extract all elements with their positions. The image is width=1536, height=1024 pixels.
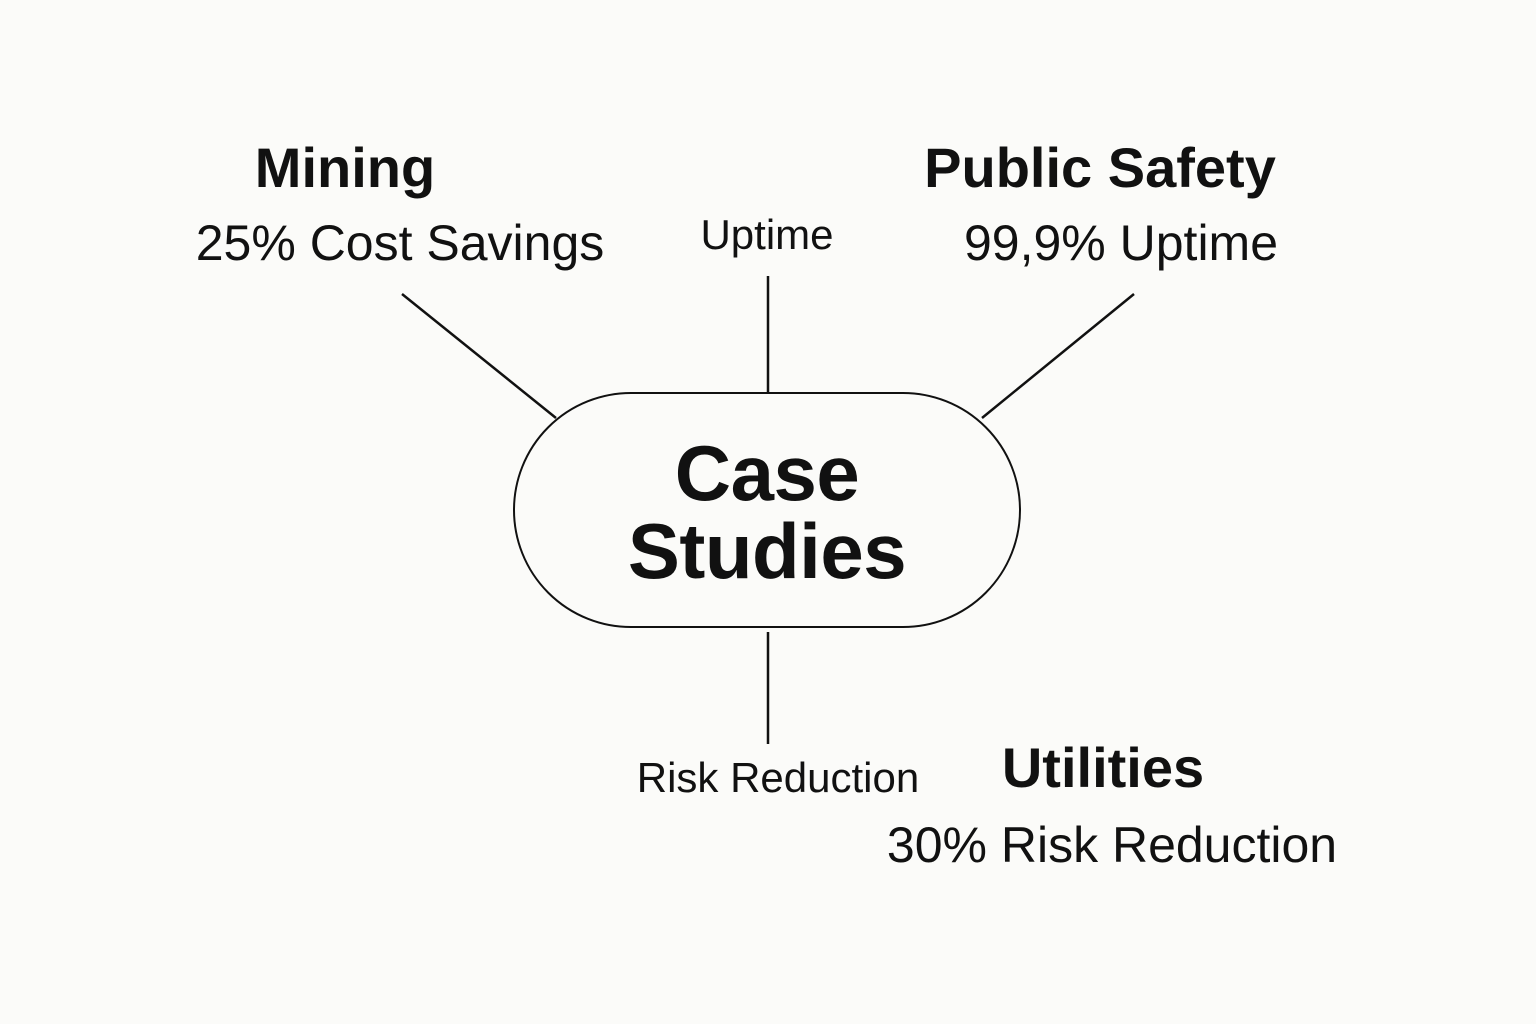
risk-reduction-label: Risk Reduction: [636, 754, 920, 801]
public-safety-heading: Public Safety: [924, 136, 1276, 199]
central-node-case-studies: Case Studies: [513, 392, 1021, 628]
utilities-heading: Utilities: [1001, 736, 1205, 799]
mining-metric: 25% Cost Savings: [195, 215, 605, 271]
public-safety-metric: 99,9% Uptime: [963, 215, 1279, 271]
central-node-line-2: Studies: [627, 507, 907, 595]
connector-mining: [401, 293, 557, 419]
mining-heading: Mining: [254, 136, 436, 199]
connector-public-safety: [981, 293, 1135, 419]
central-node-line-1: Case: [674, 429, 860, 517]
utilities-metric: 30% Risk Reduction: [886, 817, 1338, 873]
central-node-title: Case Studies: [627, 429, 907, 595]
uptime-label: Uptime: [700, 211, 834, 258]
